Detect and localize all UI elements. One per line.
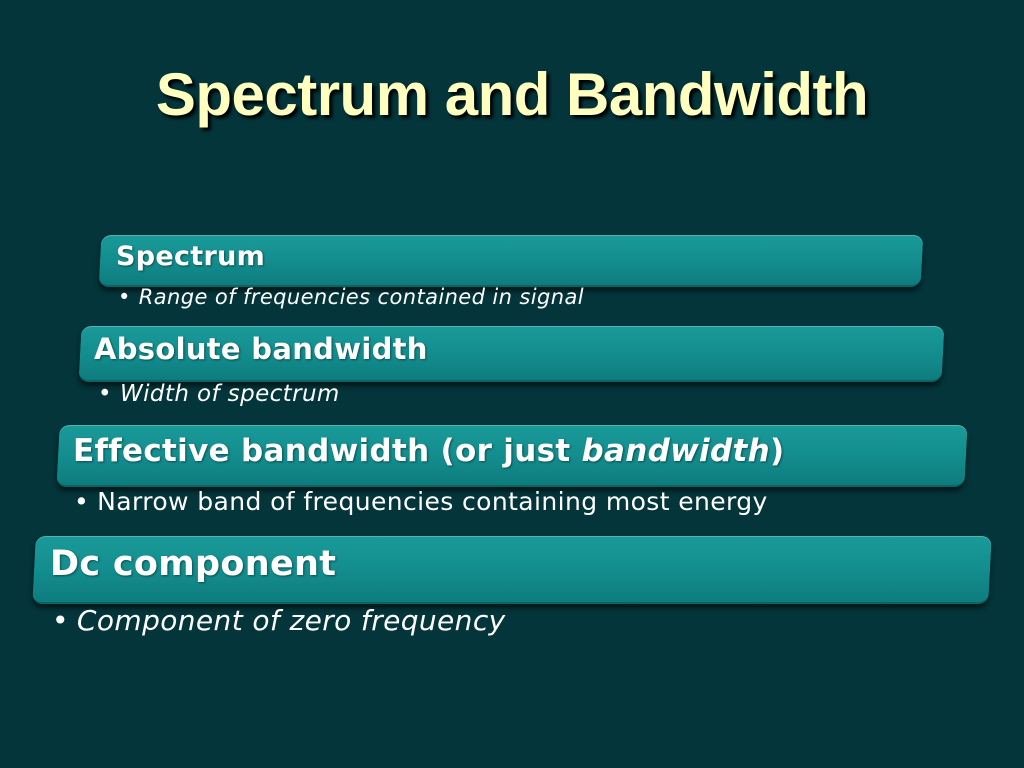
bullet-text: Component of zero frequency — [76, 604, 506, 637]
heading-spectrum: Spectrum — [116, 241, 266, 272]
heading-text: Effective bandwidth (or just — [73, 433, 582, 469]
bullet-dot: • — [52, 604, 69, 637]
slide-title: Spectrum and Bandwidth — [155, 61, 869, 128]
bullet-dot: • — [98, 381, 112, 407]
bullet-spectrum: • Range of frequencies contained in signa… — [118, 285, 584, 309]
bullet-dot: • — [118, 285, 131, 309]
heading-absolute-bandwidth: Absolute bandwidth — [94, 332, 428, 366]
bullet-text: Narrow band of frequencies containing mo… — [97, 487, 768, 516]
bullet-dc-component: •Component of zero frequency — [52, 604, 506, 637]
bullet-absolute-bandwidth: • Width of spectrum — [98, 381, 340, 407]
bullet-text: Width of spectrum — [119, 381, 340, 407]
bullet-effective-bandwidth: •Narrow band of frequencies containing m… — [74, 487, 768, 516]
bullet-dot: • — [74, 487, 90, 516]
bullet-text: Range of frequencies contained in signal — [138, 285, 584, 309]
heading-text-end: ) — [769, 433, 785, 469]
heading-dc-component: Dc component — [50, 544, 337, 584]
heading-effective-bandwidth: Effective bandwidth (or just bandwidth) — [73, 433, 784, 469]
heading-emphasis: bandwidth — [581, 433, 770, 469]
